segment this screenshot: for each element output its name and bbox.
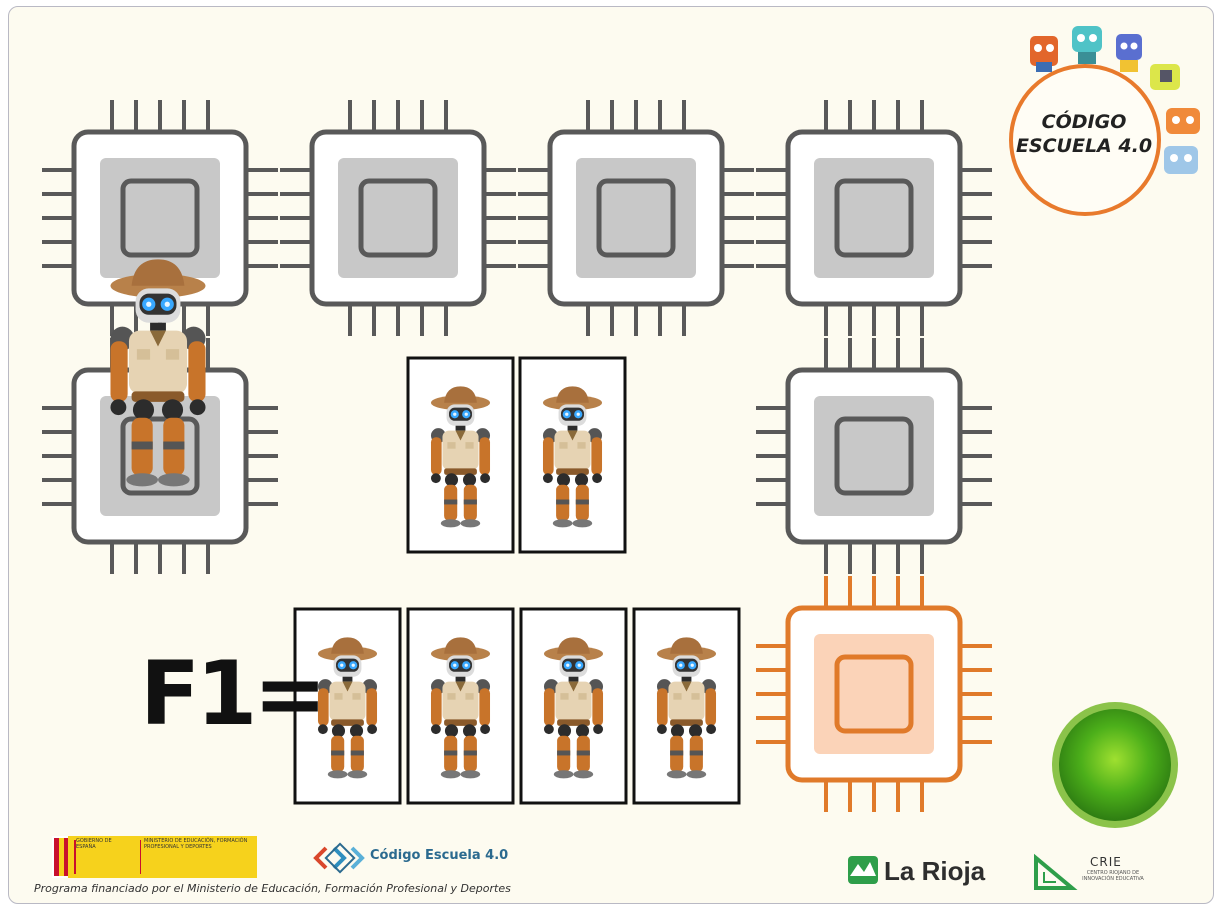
codigo-escuela-footer-label: Código Escuela 4.0 <box>370 848 509 863</box>
player-robot-icon <box>110 259 206 487</box>
logo-robot-icon <box>1030 36 1058 72</box>
function-label: F1= <box>140 642 327 745</box>
codigo-escuela-logo <box>1009 26 1200 216</box>
function-card[interactable] <box>406 607 515 805</box>
board-tile-1-2 <box>280 100 516 336</box>
board-tile-1-1 <box>42 100 278 336</box>
card-robot-icon <box>543 637 604 779</box>
gov-label: GOBIERNO DE ESPAÑA <box>76 838 112 850</box>
logo-title-line2: ESCUELA 4.0 <box>1015 135 1153 157</box>
board-tile-1-3 <box>518 100 754 336</box>
logo-title: CÓDIGO ESCUELA 4.0 <box>1012 110 1156 158</box>
board-tile-2-4 <box>756 338 992 574</box>
codigo-escuela-footer-icon <box>313 842 365 874</box>
card-robot-icon <box>430 386 491 528</box>
card-robot-icon <box>656 637 717 779</box>
card-robot-icon <box>430 637 491 779</box>
crie-subtitle: CENTRO RIOJANO DE INNOVACIÓN EDUCATIVA <box>1082 870 1144 882</box>
board-tile-3-4 <box>756 576 992 812</box>
card-robot-icon <box>317 637 378 779</box>
function-card[interactable] <box>632 607 741 805</box>
board-tile-1-4 <box>756 100 992 336</box>
function-card[interactable] <box>293 607 402 805</box>
function-card[interactable] <box>519 607 628 805</box>
ministry-label: MINISTERIO DE EDUCACIÓN, FORMACIÓN PROFE… <box>144 838 248 850</box>
logo-robot-icon <box>1116 34 1142 72</box>
logo-robot-icon <box>1166 108 1200 134</box>
la-rioja-label: La Rioja <box>884 856 986 886</box>
go-button[interactable] <box>1052 702 1178 828</box>
logo-robot-icon <box>1164 146 1198 174</box>
crie-logo-icon <box>1034 853 1078 890</box>
crie-label: CRIE <box>1090 855 1122 869</box>
card-robot-icon <box>542 386 603 528</box>
move-card[interactable] <box>406 356 515 554</box>
logo-robot-icon <box>1072 26 1102 64</box>
board-tile-2-1 <box>42 338 278 574</box>
spain-government-logo <box>52 836 257 878</box>
footer-credit: Programa financiado por el Ministerio de… <box>34 882 511 895</box>
logo-title-line1: CÓDIGO <box>1041 111 1127 133</box>
move-card[interactable] <box>518 356 627 554</box>
logo-robot-icon <box>1150 64 1180 90</box>
la-rioja-logo-icon <box>848 856 878 884</box>
